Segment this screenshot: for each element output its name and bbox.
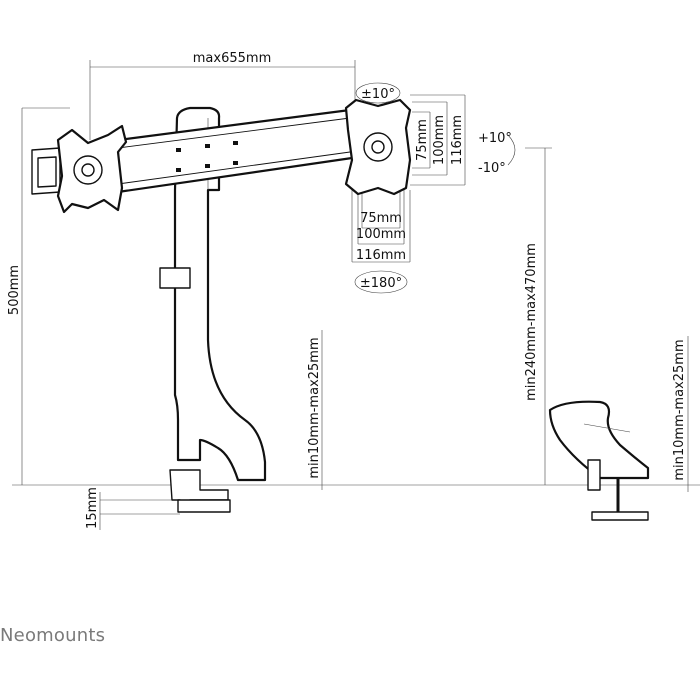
tilt-up-label: +10° bbox=[478, 131, 512, 146]
grommet-plate-label: 15mm bbox=[85, 487, 100, 529]
desk-thickness-left-label: min10mm-max25mm bbox=[307, 337, 322, 478]
pole bbox=[173, 106, 267, 482]
tilt-down-label: -10° bbox=[478, 161, 506, 176]
height-500-label: 500mm bbox=[7, 265, 22, 315]
height-clip bbox=[159, 267, 191, 289]
monitor-mount-drawing bbox=[31, 98, 650, 521]
rotate-label: ±180° bbox=[360, 276, 402, 291]
vesa-v-75-label: 75mm bbox=[360, 211, 402, 226]
vesa-h-116-label: 116mm bbox=[450, 115, 465, 165]
vesa-h-100-label: 100mm bbox=[432, 115, 447, 165]
swivel-label: ±10° bbox=[361, 87, 395, 102]
width-max-label: max655mm bbox=[193, 51, 271, 66]
brand-logo-text: Neomounts bbox=[0, 625, 106, 646]
pole-height-range-label: min240mm-max470mm bbox=[524, 243, 539, 401]
vesa-v-100-label: 100mm bbox=[356, 227, 406, 242]
vesa-h-75-label: 75mm bbox=[415, 119, 430, 161]
rotation-indicators bbox=[354, 82, 516, 294]
side-clamp bbox=[548, 400, 650, 480]
dimension-lines bbox=[12, 60, 700, 530]
crossbar-holes bbox=[176, 141, 238, 172]
desk-thickness-right-label: min10mm-max25mm bbox=[672, 339, 687, 480]
vesa-v-116-label: 116mm bbox=[356, 248, 406, 263]
